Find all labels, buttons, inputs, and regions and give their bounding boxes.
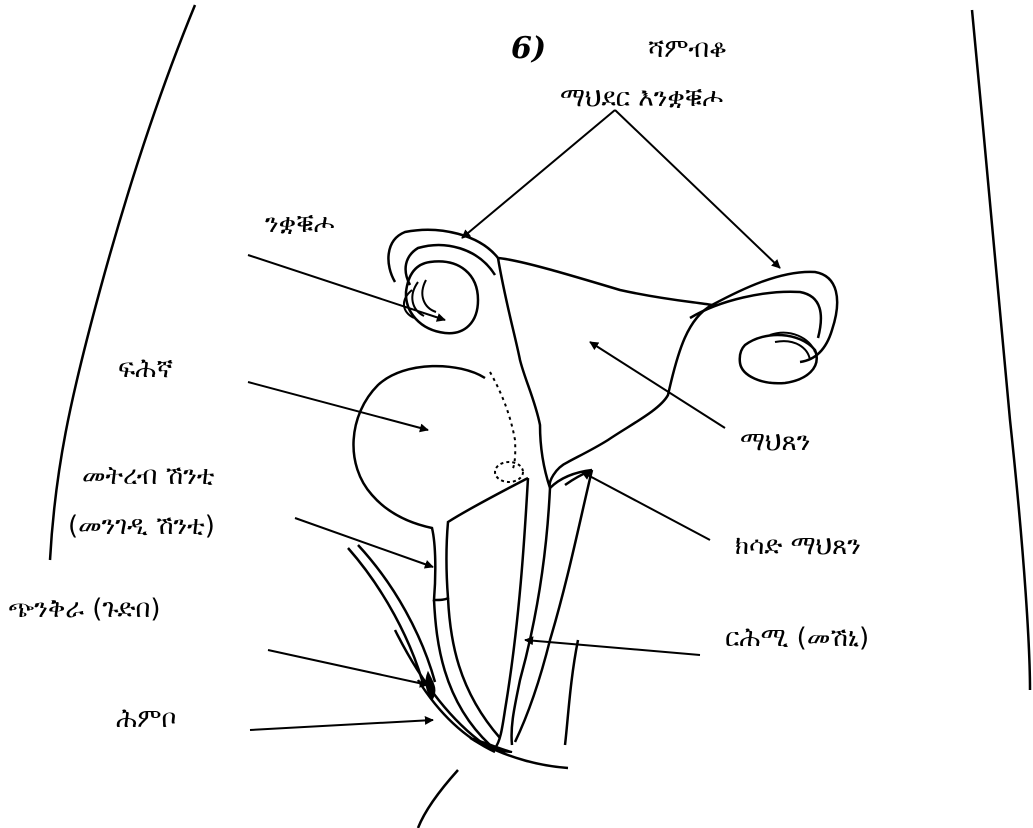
label-metreb-shinti: መትረብ ሽንቲ [82,462,214,492]
leg-outline-right [565,640,578,745]
label-fhino: ፍሕኛ [118,355,173,385]
leg-outline-lower [418,770,458,828]
bladder-dotted-opening [495,462,523,482]
arrow-fhino [248,382,428,430]
arrow-ksad-mahtsen [582,472,710,540]
labia-outline [395,630,568,768]
urethra-outline [434,598,500,745]
bladder-outline [353,366,528,600]
label-mahder-enqaqhuto: ማህደር እንቋቑሖ [560,84,723,114]
vagina-outline [495,478,550,748]
arrow-metreb-shinti [295,518,433,567]
arrow-hmbo [250,720,433,730]
body-outline-right [972,10,1030,690]
page-number: 6) [511,32,546,67]
left-fallopian-tube [388,230,498,285]
uterus-outline [498,258,712,488]
arrow-rhmi [525,640,700,655]
label-chenqra: ጭንቅራ (ጉድበ) [8,595,161,625]
arrow-chenqra [268,650,428,685]
label-rhmi: ርሕሚ (መሽኒ) [725,624,869,654]
clitoris-outline [348,545,435,682]
arrow-left-ovary [462,110,615,238]
arrow-mahtsen [590,342,725,428]
label-shambqo: ሻምብቆ [648,35,727,65]
arrow-right-ovary [615,110,780,268]
label-mengedi-shinti: (መንገዲ ሽንቲ) [68,512,215,542]
bladder-dotted-wall [490,372,515,470]
label-hmbo: ሕምቦ [116,705,176,735]
label-mahtsen: ማህጸን [740,428,810,458]
left-ovary [406,261,478,333]
label-nqaqhuto: ንቋቑሖ [265,210,334,240]
label-ksad-mahtsen: ክሳድ ማህጸን [735,532,861,562]
